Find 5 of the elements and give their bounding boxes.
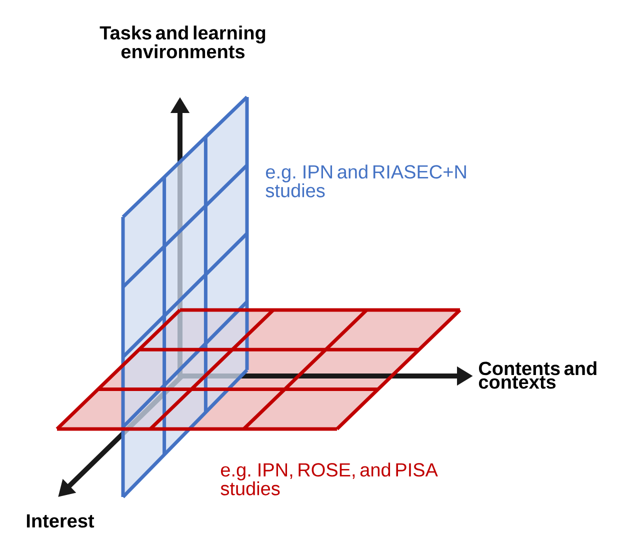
axis-label: Tasks and learning environments <box>100 26 266 58</box>
axis-label: Contents and contexts <box>478 361 596 389</box>
axis-label: Interest <box>26 514 94 528</box>
plane-label: e.g. IPN and RIASEC+N studies <box>266 164 466 198</box>
plane-label: e.g. IPN, ROSE, and PISA studies <box>220 462 438 496</box>
